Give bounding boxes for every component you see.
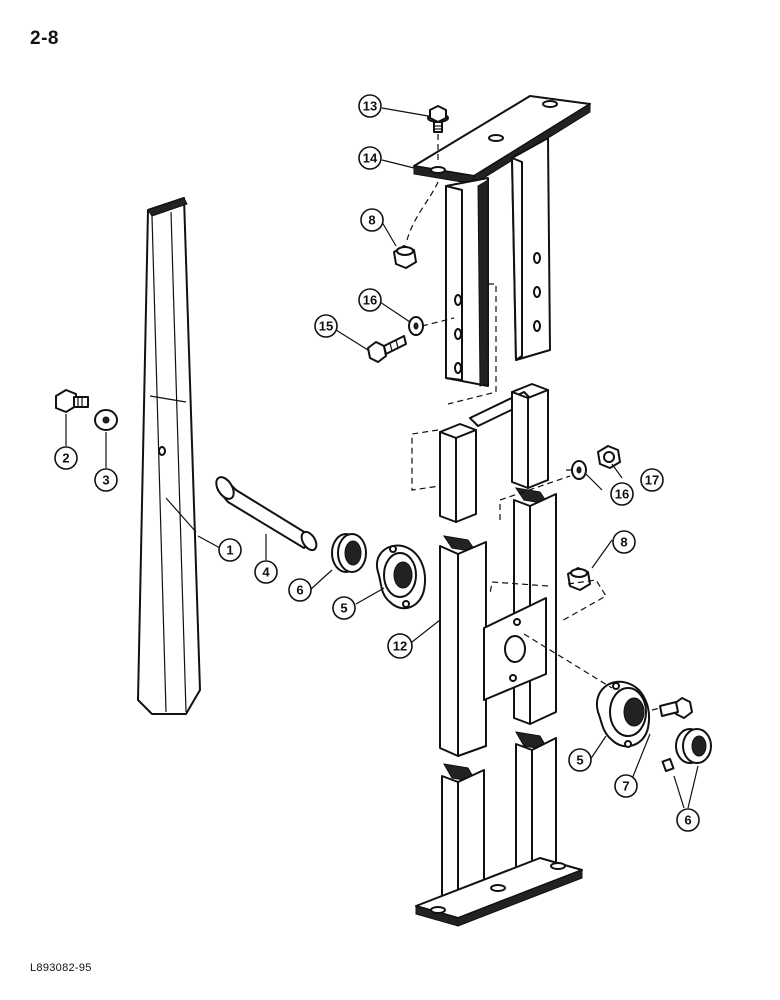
part-16-washer-lower (571, 460, 587, 480)
svg-text:4: 4 (262, 565, 270, 580)
svg-text:3: 3 (102, 473, 109, 488)
callout-8-lower: 8 (612, 530, 636, 554)
callout-12: 12 (387, 633, 413, 659)
part-6-collar-left (331, 533, 367, 573)
callout-15: 15 (314, 314, 338, 338)
part-5-bearing-left (375, 544, 426, 610)
callout-7: 7 (614, 774, 638, 798)
part-12-frame (415, 383, 583, 927)
svg-text:17: 17 (645, 473, 659, 488)
part-8-nut-lower (567, 567, 591, 591)
svg-text:5: 5 (340, 601, 347, 616)
part-2-bolt (55, 389, 89, 413)
svg-text:7: 7 (622, 779, 629, 794)
svg-text:2: 2 (62, 451, 69, 466)
svg-text:5: 5 (576, 753, 583, 768)
svg-text:1: 1 (226, 543, 233, 558)
callout-2: 2 (54, 446, 78, 470)
callout-14: 14 (358, 146, 382, 170)
callout-13: 13 (358, 94, 382, 118)
part-8-nut-upper (393, 245, 417, 269)
part-4-shaft (215, 476, 318, 552)
callout-16-lower: 16 (610, 482, 634, 506)
upper-channel-assembly (445, 137, 551, 387)
callout-5-right: 5 (568, 748, 592, 772)
callout-3: 3 (94, 468, 118, 492)
part-6-collar-right (675, 728, 712, 764)
callout-4: 4 (254, 560, 278, 584)
svg-text:8: 8 (620, 535, 627, 550)
part-7-bolt (659, 697, 693, 719)
callout-16-upper: 16 (358, 288, 382, 312)
svg-text:8: 8 (368, 213, 375, 228)
part-13-bolt (427, 105, 449, 133)
part-3-washer (94, 409, 118, 431)
svg-text:6: 6 (296, 583, 303, 598)
svg-text:16: 16 (615, 487, 629, 502)
part-16-washer-upper (408, 316, 424, 336)
part-5-bearing-right (595, 680, 650, 748)
callout-1: 1 (218, 538, 242, 562)
callout-8-upper: 8 (360, 208, 384, 232)
part-1-bar (137, 197, 201, 715)
part-15-bolt (367, 335, 407, 363)
svg-text:14: 14 (363, 151, 378, 166)
part-14-top-plate (413, 95, 591, 185)
alignment-lines (405, 134, 661, 711)
callout-5-left: 5 (332, 596, 356, 620)
reference-code: L893082-95 (30, 962, 92, 974)
part-6-set-screw (661, 757, 675, 773)
callout-6-left: 6 (288, 578, 312, 602)
svg-text:15: 15 (319, 319, 333, 334)
svg-text:16: 16 (363, 293, 377, 308)
callout-17: 17 (640, 468, 664, 492)
leader-lines (65, 107, 699, 809)
part-17-nut (597, 445, 621, 469)
svg-text:13: 13 (363, 99, 377, 114)
svg-text:6: 6 (684, 813, 691, 828)
svg-text:12: 12 (393, 639, 407, 654)
callout-6-right: 6 (676, 808, 700, 832)
page-number: 2-8 (30, 28, 59, 49)
